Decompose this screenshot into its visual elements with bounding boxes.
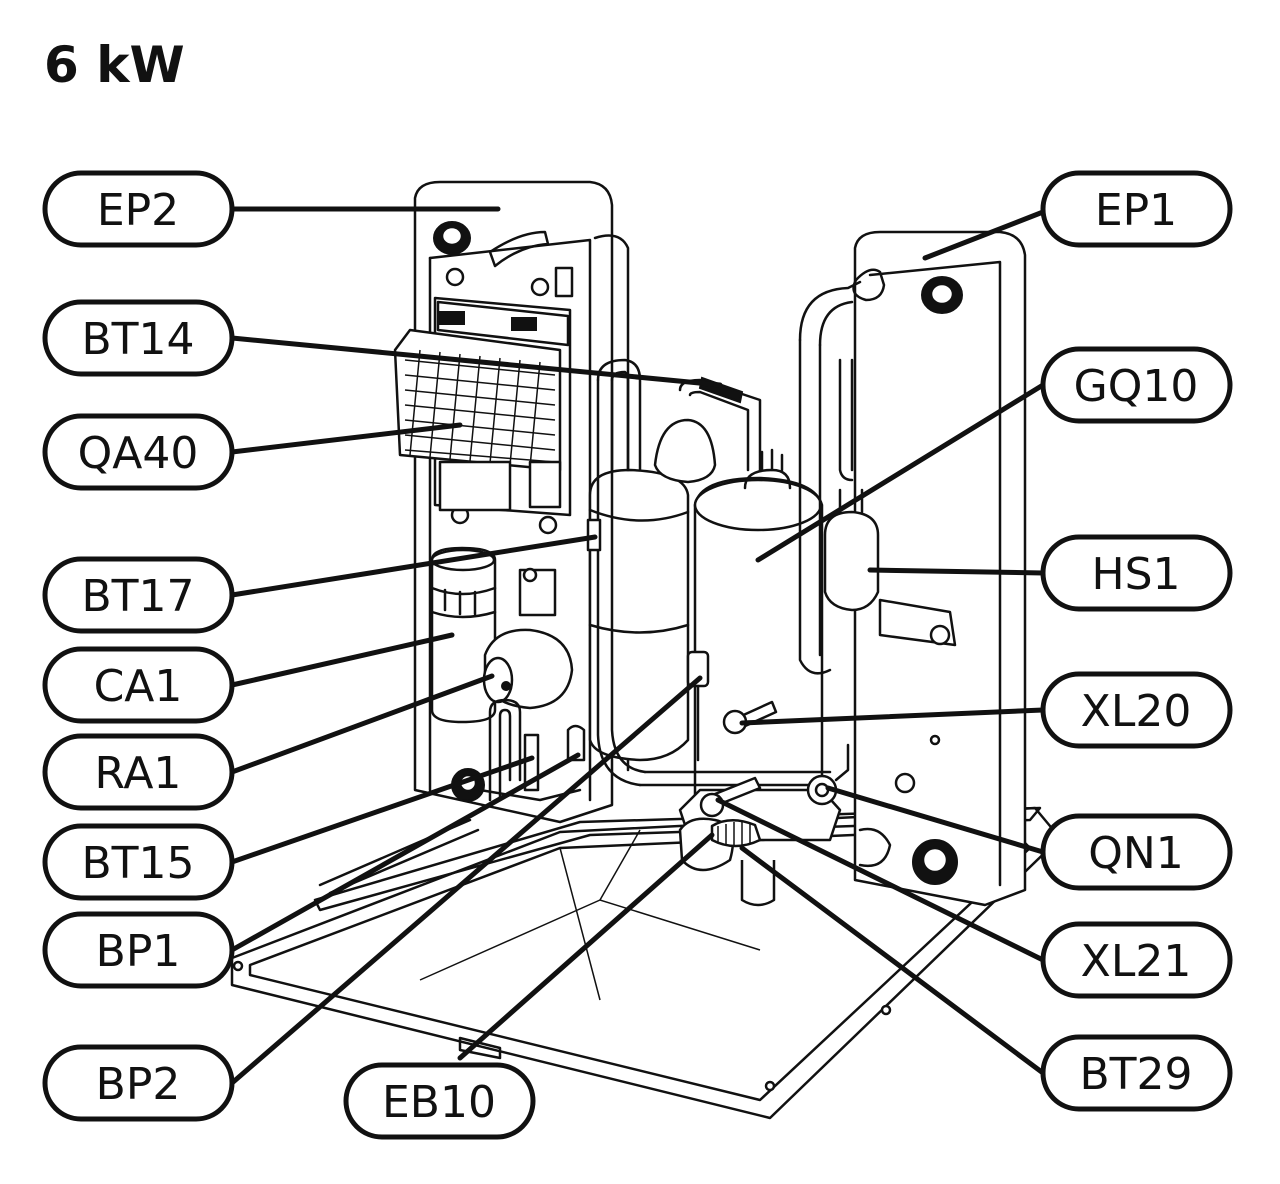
drying-filter-hs1 <box>823 488 880 612</box>
leader-ra1 <box>229 673 495 775</box>
label-bt14: BT14 <box>42 299 235 377</box>
leader-ep1 <box>922 209 1046 261</box>
label-ep1: EP1 <box>1040 170 1233 248</box>
svg-text:BP1: BP1 <box>96 926 181 977</box>
label-bp2: BP2 <box>42 1044 235 1122</box>
label-hs1: HS1 <box>1040 534 1233 612</box>
leader-gq10 <box>755 382 1046 563</box>
label-bt29: BT29 <box>1040 1034 1233 1112</box>
svg-text:EP2: EP2 <box>97 185 179 236</box>
leader-bt17 <box>229 534 598 598</box>
evaporator-ep1 <box>852 230 1027 907</box>
leader-bt14 <box>229 335 723 388</box>
svg-text:BP2: BP2 <box>96 1059 181 1110</box>
svg-text:BT29: BT29 <box>1079 1049 1192 1100</box>
compressor-heater-eb10 <box>710 819 762 848</box>
leader-bt15 <box>229 755 535 865</box>
label-qa40: QA40 <box>42 413 235 491</box>
svg-text:BT17: BT17 <box>81 571 194 622</box>
leader-xl20 <box>739 707 1046 726</box>
terminal-box <box>518 567 557 617</box>
label-gq10: GQ10 <box>1040 346 1233 424</box>
label-ep2: EP2 <box>42 170 235 248</box>
label-bp1: BP1 <box>42 911 235 989</box>
leader-bt29 <box>739 845 1046 1076</box>
label-eb10: EB10 <box>343 1062 536 1140</box>
label-bt17: BT17 <box>42 556 235 634</box>
leader-xl21 <box>715 797 1046 963</box>
svg-text:XL20: XL20 <box>1081 686 1192 737</box>
label-ra1: RA1 <box>42 733 235 811</box>
leader-lines <box>229 206 1046 1086</box>
discharge-piping <box>798 280 862 675</box>
leader-qa40 <box>229 422 463 455</box>
svg-text:XL21: XL21 <box>1081 936 1192 987</box>
expansion-valve-qn1 <box>806 743 850 806</box>
accumulator <box>588 418 717 762</box>
leader-hs1 <box>867 567 1046 576</box>
svg-text:BT14: BT14 <box>81 314 194 365</box>
receiver-ra1 <box>482 628 574 710</box>
label-xl21: XL21 <box>1040 921 1233 999</box>
leader-ca1 <box>229 632 455 688</box>
svg-text:CA1: CA1 <box>94 661 183 712</box>
equipment-illustration <box>230 180 1062 1120</box>
leader-eb10 <box>457 832 715 1061</box>
suction-piping <box>596 358 832 787</box>
diagram-title: 6 kW <box>44 36 185 94</box>
label-bt15: BT15 <box>42 823 235 901</box>
label-qn1: QN1 <box>1040 813 1233 891</box>
leader-bp1 <box>229 752 581 953</box>
svg-text:GQ10: GQ10 <box>1074 361 1199 412</box>
label-ca1: CA1 <box>42 646 235 724</box>
svg-text:BT15: BT15 <box>81 838 194 889</box>
pressure-sensor-bp2 <box>686 650 710 762</box>
label-xl20: XL20 <box>1040 671 1233 749</box>
svg-text:EP1: EP1 <box>1095 185 1177 236</box>
svg-text:QA40: QA40 <box>78 428 199 479</box>
leader-qn1 <box>825 785 1046 855</box>
svg-text:HS1: HS1 <box>1091 549 1180 600</box>
svg-text:EB10: EB10 <box>382 1077 496 1128</box>
svg-text:RA1: RA1 <box>95 748 182 799</box>
label-bubbles: EP2 EP1 BT14 QA40 GQ10 BT17 HS1 CA1 <box>42 170 1233 1140</box>
leader-bp2 <box>229 675 703 1086</box>
svg-text:QN1: QN1 <box>1088 828 1184 879</box>
